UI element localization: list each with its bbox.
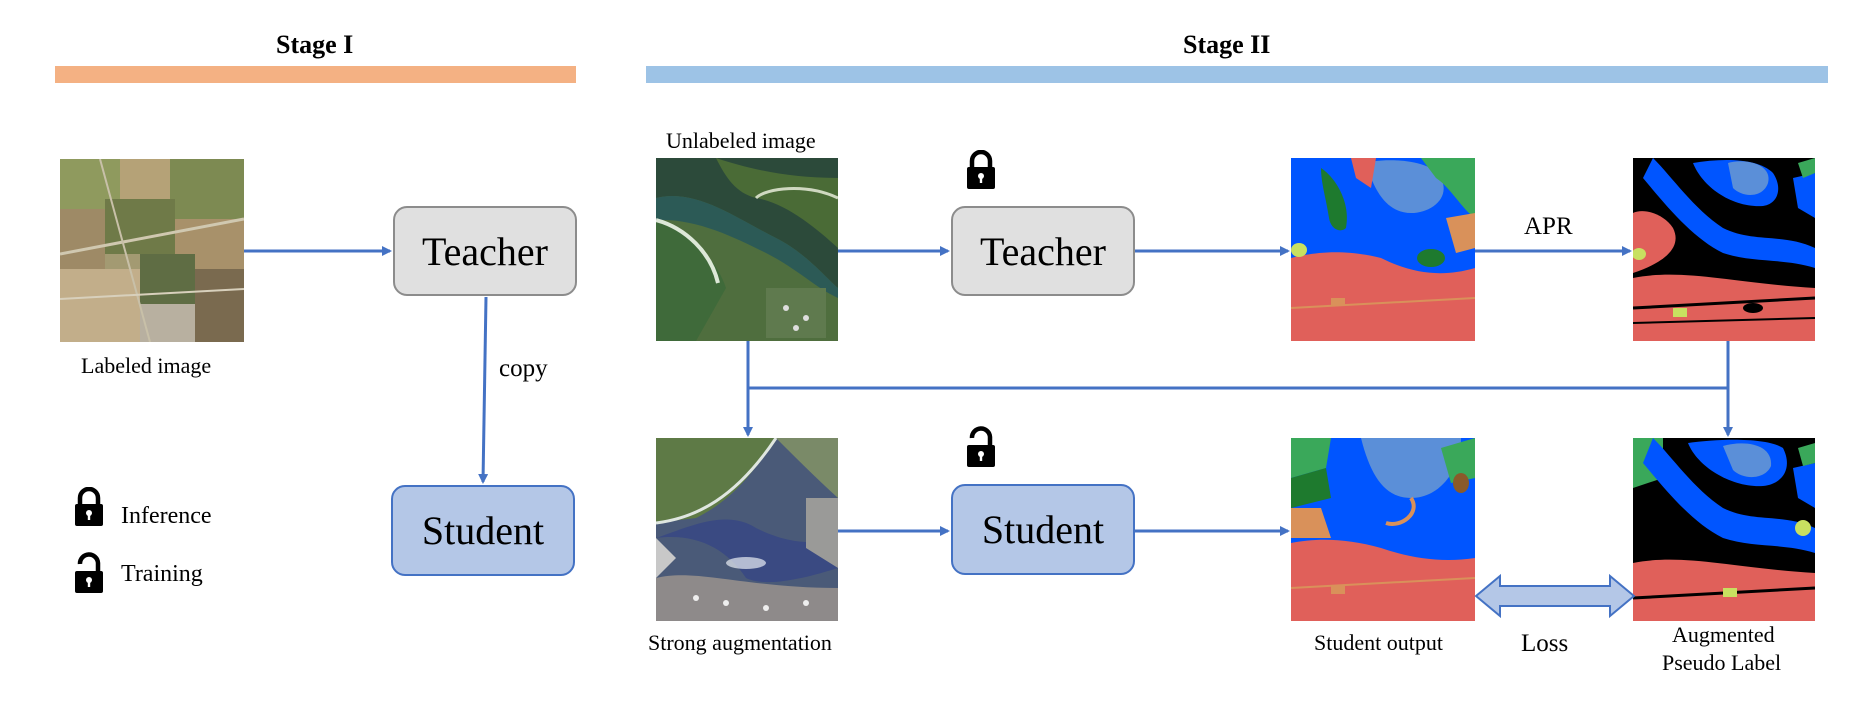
teacher-box-stage-1: Teacher [393, 206, 577, 296]
stage-2-bar [646, 66, 1828, 83]
lock-icon [72, 487, 106, 527]
teacher-prediction-map [1291, 158, 1475, 341]
student-box-stage-1: Student [391, 485, 575, 576]
student-output-caption: Student output [1314, 630, 1443, 655]
teacher-box-stage-2: Teacher [951, 206, 1135, 296]
lock-icon [964, 150, 998, 190]
stage-1-title: Stage I [276, 30, 354, 59]
stage-2-title: Stage II [1183, 30, 1271, 59]
legend-inference-label: Inference [121, 503, 212, 529]
strong-augmentation-caption: Strong augmentation [648, 630, 832, 655]
loss-label: Loss [1521, 630, 1569, 657]
unlabeled-image-caption: Unlabeled image [666, 128, 816, 153]
labeled-aerial-image [60, 159, 244, 342]
augmented-pseudo-label-map-top [1633, 158, 1815, 341]
loss-double-arrow [1474, 573, 1636, 619]
copy-label: copy [499, 355, 548, 382]
unlock-icon [964, 426, 998, 468]
strong-augmentation-image [656, 438, 838, 621]
student-output-map [1291, 438, 1475, 621]
stage-1-bar [55, 66, 576, 83]
legend-training-label: Training [121, 561, 203, 587]
apr-label: APR [1524, 213, 1573, 240]
unlabeled-aerial-image [656, 158, 838, 341]
augmented-pseudo-label-map [1633, 438, 1815, 621]
arrow-teacher-to-student-copy [478, 296, 489, 484]
augmented-pseudo-label-caption-line-1: Augmented [1672, 622, 1775, 647]
student-box-stage-2: Student [951, 484, 1135, 575]
unlock-icon [72, 552, 106, 594]
augmented-pseudo-label-caption-line-2: Pseudo Label [1662, 650, 1782, 675]
labeled-image-caption: Labeled image [81, 353, 212, 378]
